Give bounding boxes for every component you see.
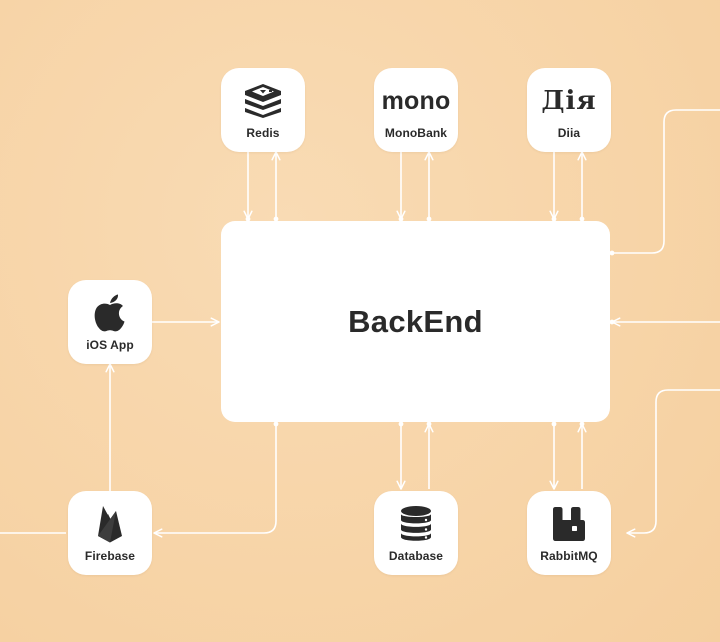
redis-label: Redis [246,126,280,140]
mono-wordmark-text: mono [381,87,451,115]
diia-wordmark: Дія [541,82,596,120]
database-cylinder-icon [399,505,433,543]
backend-to-firebase-line [153,424,277,538]
right-to-rabbitmq-line [626,389,720,538]
ios-app-label: iOS App [86,338,134,352]
firebase-flame-icon [95,505,125,543]
diia-node: Дія Diia [527,68,611,152]
backend-to-right-top-line [612,109,720,254]
rabbitmq-icon [553,505,585,543]
mono-wordmark: mono [382,82,451,120]
redis-node: Redis [221,68,305,152]
database-label: Database [388,549,444,563]
database-node: Database [374,491,458,575]
firebase-label: Firebase [84,549,136,563]
backend-node: BackEnd [221,221,610,422]
rabbitmq-label: RabbitMQ [540,549,598,563]
rabbitmq-node: RabbitMQ [527,491,611,575]
monobank-label: MonoBank [384,126,448,140]
monobank-node: mono MonoBank [374,68,458,152]
diia-label: Diia [557,126,581,140]
firebase-node: Firebase [68,491,152,575]
ios-app-node: iOS App [68,280,152,364]
apple-icon [93,294,127,332]
diia-wordmark-text: Дія [541,86,597,116]
redis-stack-icon [241,82,285,120]
backend-title: BackEnd [348,303,483,339]
